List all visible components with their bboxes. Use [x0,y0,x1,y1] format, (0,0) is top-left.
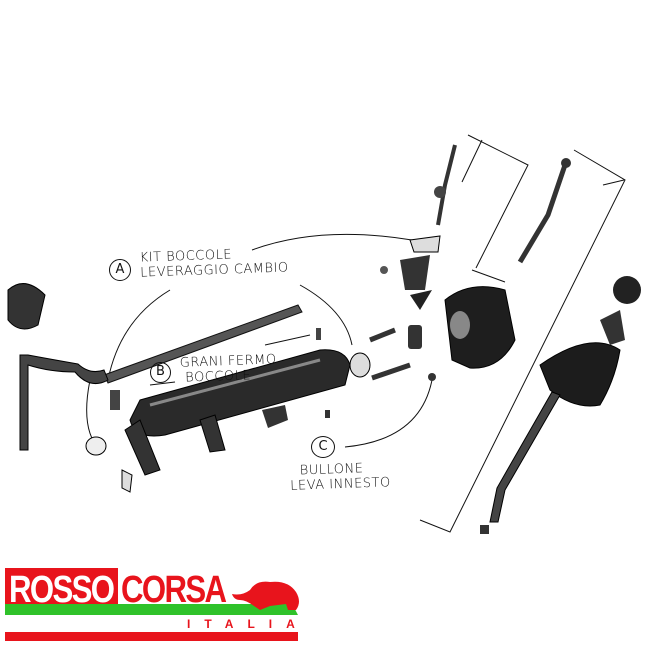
label-b-marker: B [150,362,171,383]
label-c-letter: C [318,439,328,454]
dimension-line-lower [419,149,626,533]
gear-lever-boot-housing [444,286,516,369]
logo-red-bar [5,632,298,641]
callout-line-b [149,381,176,386]
shift-linkage-lever [19,354,109,451]
gear-lever-shaft [489,391,561,523]
label-a-letter: A [115,262,125,277]
logo-subtitle-italia: ITALIA [187,617,309,631]
logo-word-corsa: CORSA [121,569,227,611]
label-a-text: KIT BOCCOLE LEVERAGGIO CAMBIO [140,245,289,280]
logo-word-rosso: ROSSO [9,569,115,611]
rubber-boot-small [7,283,46,330]
gear-lever-gaiter [539,342,621,407]
label-b-text: GRANI FERMO BOCCOLE [180,352,278,385]
gear-knob [613,276,641,304]
rosso-corsa-logo: ROSSO CORSA ITALIA [5,566,300,642]
label-c-text: BULLONE LEVA INNESTO [290,460,391,494]
callout-line-a [251,233,413,251]
label-c-marker: C [311,436,335,458]
elephant-icon [232,581,299,610]
label-b-letter: B [156,364,165,379]
callout-line-b2 [264,334,311,346]
label-a-marker: A [109,259,131,281]
callout-curve-c [344,379,433,448]
callout-curve-a-right [299,284,353,346]
dimension-line-upper [461,134,529,283]
callout-curve-a-left [107,289,171,381]
logo-green-stripe [5,604,298,615]
logo-red-block [5,568,118,610]
